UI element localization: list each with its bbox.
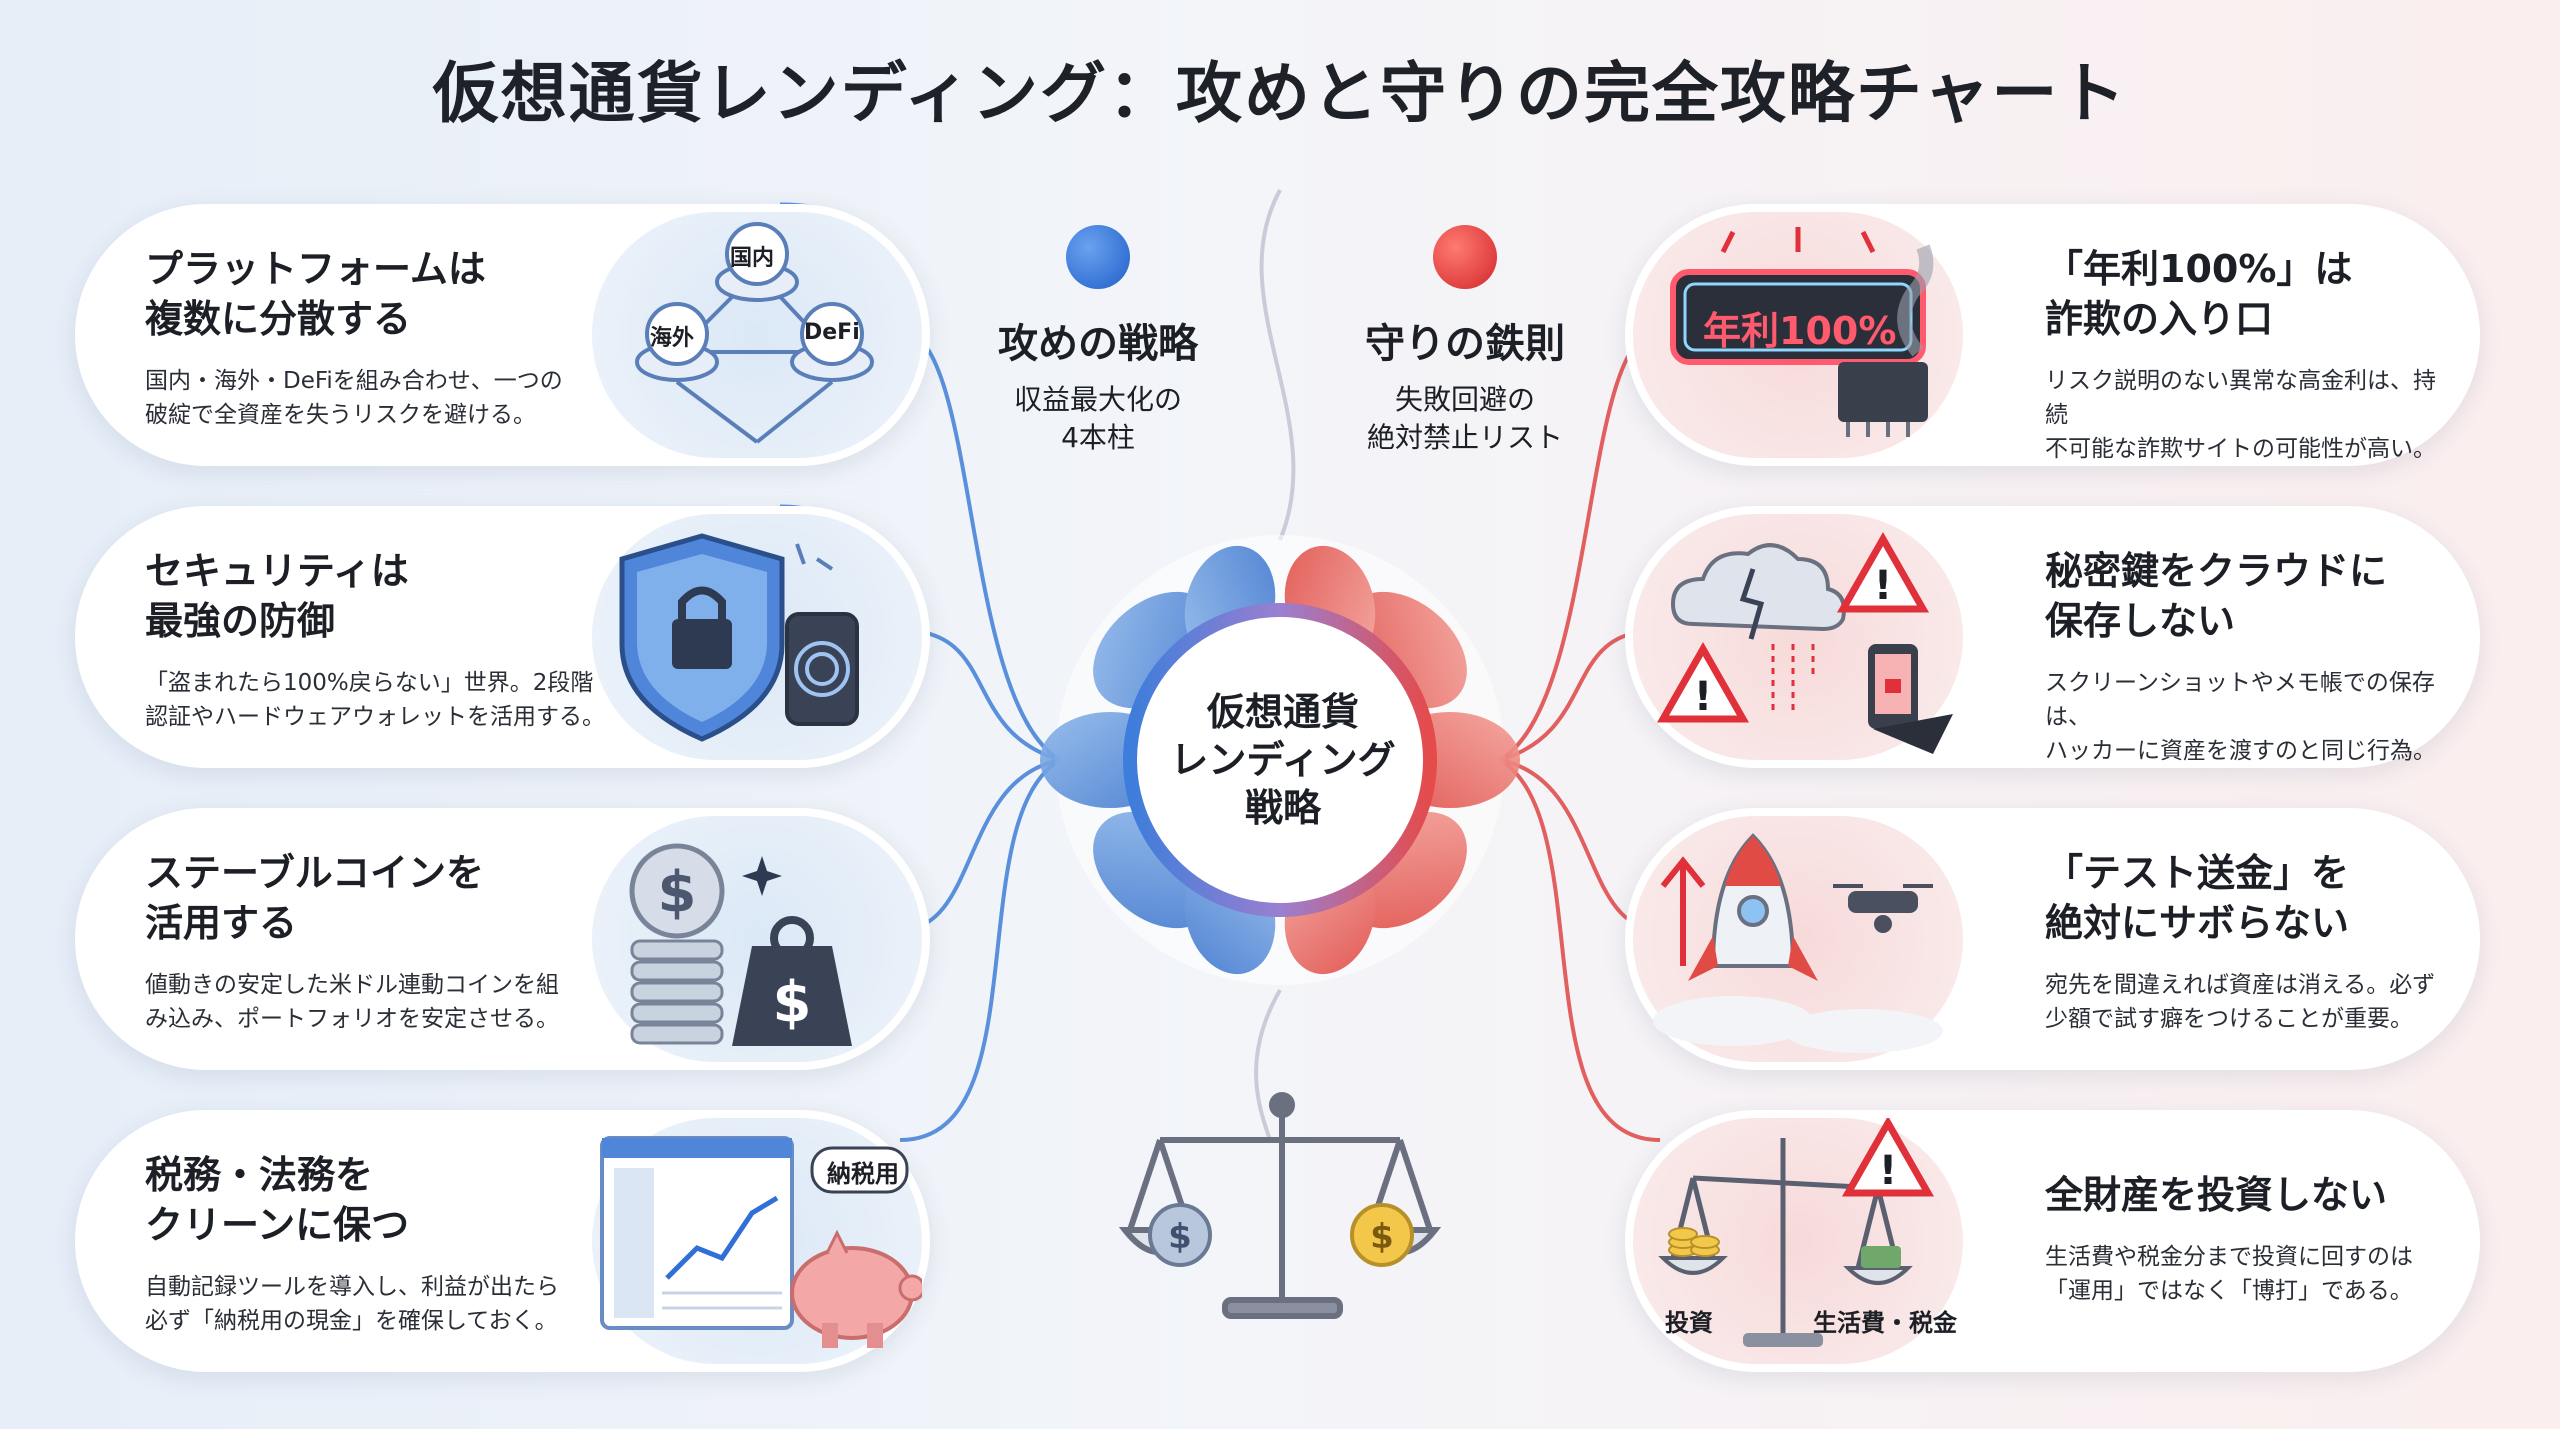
card-description: 値動きの安定した米ドル連動コインを組 み込み、ポートフォリオを安定させる。 (145, 972, 559, 1032)
card-description: 生活費や税金分まで投資に回すのは 「運用」ではなく「博打」である。 (2045, 1244, 2413, 1304)
card-title: 「テスト送金」を 絶対にサボらない (2045, 851, 2350, 945)
offense-card-diversify: プラットフォームは 複数に分散する 国内・海外・DeFiを組み合わせ、一つの 破… (75, 204, 930, 466)
offense-heading: 攻めの戦略 (998, 321, 1198, 367)
shield-lock-icon (592, 514, 922, 760)
card-description: リスク説明のない異常な高金利は、持続 不可能な詐欺サイトの可能性が高い。 (2045, 368, 2436, 462)
svg-text:!: ! (1879, 1148, 1897, 1194)
offense-card-security: セキュリティは 最強の防御 「盗まれたら100%戻らない」世界。2段階 認証やハ… (75, 506, 930, 768)
rocket-drone-icon (1633, 816, 1963, 1062)
dollar-coins-icon: $ $ (592, 816, 922, 1062)
card-description: 「盗まれたら100%戻らない」世界。2段階 認証やハードウェアウォレットを活用す… (145, 670, 605, 730)
piggy-bank-icon: 納税用 (592, 1118, 922, 1364)
scale-label-invest: 投資 (1665, 1309, 1713, 1337)
card-title: 「年利100%」は 詐欺の入り口 (2045, 247, 2353, 341)
svg-text:$: $ (773, 970, 812, 1035)
card-title: 秘密鍵をクラウドに 保存しない (2045, 549, 2388, 643)
center-label: 仮想通貨 レンディング 戦略 (1170, 690, 1396, 830)
svg-text:$: $ (658, 860, 697, 925)
node-label: 国内 (730, 246, 775, 271)
svg-text:!: ! (1874, 563, 1892, 609)
red-dot-icon (1433, 225, 1497, 289)
node-label: 海外 (650, 326, 695, 351)
scale-label-living-costs: 生活費・税金 (1813, 1309, 1957, 1337)
center-flower-emblem (1040, 535, 1520, 985)
offense-subheading: 収益最大化の 4本柱 (1013, 383, 1182, 454)
neon-sign-text: 年利100% (1703, 309, 1897, 353)
svg-text:$: $ (1370, 1217, 1394, 1257)
defense-card-scam: 年利100% 「年利100%」は 詐欺の入り口 リスク説明のない異常な高金利は、… (1625, 204, 2480, 466)
card-title: 税務・法務を クリーンに保つ (145, 1153, 410, 1247)
offense-card-tax: 税務・法務を クリーンに保つ 自動記録ツールを導入し、利益が出たら 必ず「納税用… (75, 1110, 930, 1372)
defense-card-private-key: ! ! 秘密鍵をクラウドに 保存しない スクリーンショットやメモ帳での保存は、 … (1625, 506, 2480, 768)
blue-dot-icon (1066, 225, 1130, 289)
defense-card-test-transfer: 「テスト送金」を 絶対にサボらない 宛先を間違えれば資産は消える。必ず 少額で試… (1625, 808, 2480, 1070)
defense-heading-block: 守りの鉄則 失敗回避の 絶対禁止リスト (1315, 225, 1615, 457)
network-nodes-icon: 国内 海外 DeFi (592, 212, 922, 458)
card-description: 自動記録ツールを導入し、利益が出たら 必ず「納税用の現金」を確保しておく。 (145, 1274, 559, 1334)
defense-subheading: 失敗回避の 絶対禁止リスト (1366, 383, 1563, 454)
card-description: スクリーンショットやメモ帳での保存は、 ハッカーに資産を渡すのと同じ行為。 (2045, 670, 2436, 764)
card-title: プラットフォームは 複数に分散する (145, 247, 486, 341)
card-title: 全財産を投資しない (2045, 1173, 2388, 1217)
svg-text:$: $ (1168, 1217, 1192, 1257)
card-title: セキュリティは 最強の防御 (145, 549, 409, 643)
card-title: ステーブルコインを 活用する (145, 851, 484, 945)
svg-text:!: ! (1694, 674, 1712, 720)
cloud-warning-icon: ! ! (1633, 514, 1963, 760)
card-description: 宛先を間違えれば資産は消える。必ず 少額で試す癖をつけることが重要。 (2045, 972, 2436, 1032)
offense-heading-block: 攻めの戦略 収益最大化の 4本柱 (948, 225, 1248, 457)
defense-card-all-in: ! 投資 生活費・税金 全財産を投資しない 生活費や税金分まで投資に回すのは 「… (1625, 1110, 2480, 1372)
offense-card-stablecoin: ステーブルコインを 活用する 値動きの安定した米ドル連動コインを組 み込み、ポー… (75, 808, 930, 1070)
neon-sign-icon: 年利100% (1633, 212, 1963, 458)
defense-heading: 守りの鉄則 (1365, 321, 1565, 367)
tax-tag-label: 納税用 (827, 1160, 899, 1188)
node-label: DeFi (804, 320, 860, 345)
card-description: 国内・海外・DeFiを組み合わせ、一つの 破綻で全資産を失うリスクを避ける。 (145, 368, 563, 428)
scale-warning-icon: ! 投資 生活費・税金 (1633, 1118, 1963, 1364)
page-title: 仮想通貨レンディング：攻めと守りの完全攻略チャート (432, 55, 2128, 132)
